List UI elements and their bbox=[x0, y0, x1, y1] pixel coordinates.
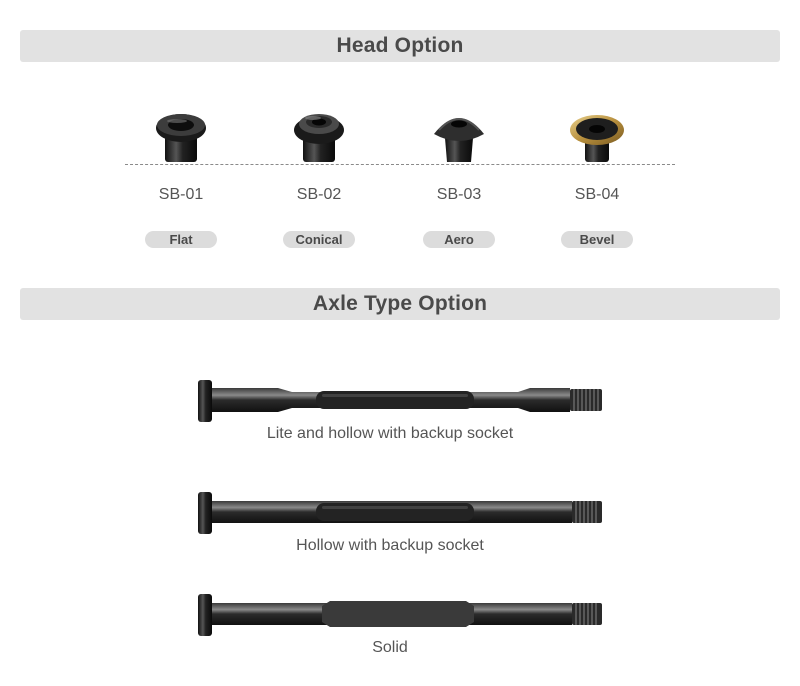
axle-label: Solid bbox=[372, 639, 408, 656]
axle-type-option-header: Axle Type Option bbox=[20, 288, 780, 320]
head-option-sb-02[interactable]: SB-02 Conical bbox=[264, 108, 374, 249]
head-type-badge: Bevel bbox=[561, 231, 633, 248]
head-option-header: Head Option bbox=[20, 30, 780, 62]
head-baseline-divider bbox=[125, 164, 675, 165]
solid-axle-icon bbox=[198, 594, 602, 636]
lite-hollow-axle-icon bbox=[198, 380, 602, 422]
head-type-badge: Flat bbox=[145, 231, 217, 248]
head-option-sb-01[interactable]: SB-01 Flat bbox=[126, 108, 236, 249]
head-code-label: SB-03 bbox=[436, 186, 482, 203]
hollow-axle-icon bbox=[198, 492, 602, 534]
conical-head-icon bbox=[294, 114, 344, 162]
axle-option-lite-hollow[interactable] bbox=[198, 378, 608, 424]
head-code-label: SB-04 bbox=[574, 186, 620, 203]
head-type-badge: Aero bbox=[423, 231, 495, 248]
axle-option-hollow[interactable] bbox=[198, 490, 608, 536]
axle-option-solid[interactable] bbox=[198, 592, 608, 638]
axle-type-option-title: Axle Type Option bbox=[312, 292, 488, 315]
head-option-sb-03[interactable]: SB-03 Aero bbox=[404, 108, 514, 249]
axle-label: Lite and hollow with backup socket bbox=[266, 425, 514, 442]
bevel-head-icon bbox=[570, 115, 624, 162]
head-code-label: SB-02 bbox=[296, 186, 342, 203]
head-option-title: Head Option bbox=[336, 34, 464, 57]
head-code-label: SB-01 bbox=[158, 186, 204, 203]
axle-label: Hollow with backup socket bbox=[296, 537, 484, 554]
head-option-sb-04[interactable]: SB-04 Bevel bbox=[542, 108, 652, 249]
head-type-badge: Conical bbox=[283, 231, 355, 248]
flat-head-icon bbox=[156, 114, 206, 162]
aero-head-icon bbox=[434, 118, 484, 162]
